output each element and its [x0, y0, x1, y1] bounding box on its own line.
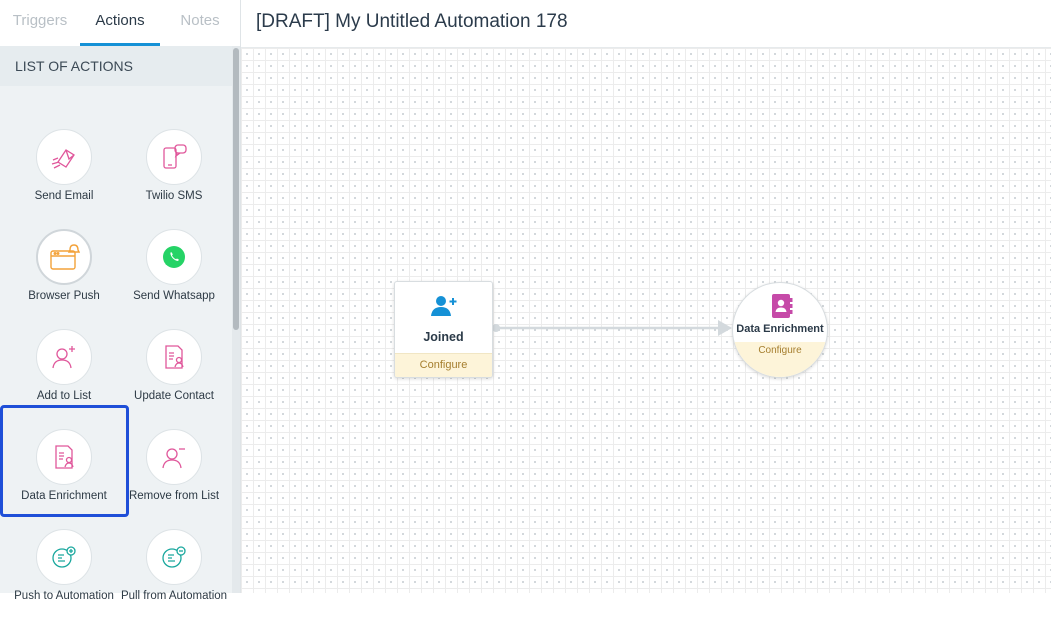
- action-update-contact[interactable]: Update Contact: [119, 329, 229, 429]
- action-label: Browser Push: [28, 290, 100, 302]
- action-label: Add to List: [36, 390, 92, 402]
- configure-button[interactable]: Configure: [733, 342, 827, 377]
- action-label: Twilio SMS: [145, 190, 203, 202]
- page-title[interactable]: [DRAFT] My Untitled Automation 178: [256, 11, 568, 32]
- tab-actions[interactable]: Actions: [80, 0, 160, 46]
- list-title: LIST OF ACTIONS: [0, 46, 232, 86]
- action-remove-from-list[interactable]: Remove from List: [119, 429, 229, 529]
- workflow-canvas[interactable]: [241, 48, 1051, 593]
- update-contact-icon: [146, 329, 202, 385]
- sidebar-tabs: Triggers Actions Notes: [0, 0, 240, 47]
- whatsapp-icon: [146, 229, 202, 285]
- action-add-to-list[interactable]: Add to List: [9, 329, 119, 429]
- data-enrichment-icon: [36, 429, 92, 485]
- configure-button[interactable]: Configure: [395, 353, 492, 377]
- action-label: Send Whatsapp: [133, 290, 215, 302]
- action-send-email[interactable]: Send Email: [9, 129, 119, 229]
- twilio-sms-icon: [146, 129, 202, 185]
- canvas-grid: [241, 48, 1051, 593]
- action-send-whatsapp[interactable]: Send Whatsapp: [119, 229, 229, 329]
- pull-from-automation-icon: [146, 529, 202, 585]
- action-node-data-enrichment[interactable]: Data Enrichment Configure: [732, 282, 828, 378]
- add-user-icon: [431, 296, 457, 316]
- action-label: Data Enrichment: [21, 490, 107, 502]
- sidebar-scrollbar-thumb[interactable]: [233, 48, 239, 330]
- action-browser-push[interactable]: Browser Push: [9, 229, 119, 329]
- action-label: Remove from List: [128, 490, 220, 502]
- trigger-node-joined[interactable]: Joined Configure: [394, 281, 493, 378]
- tab-triggers[interactable]: Triggers: [12, 12, 68, 29]
- action-label: Update Contact: [134, 390, 214, 402]
- add-to-list-icon: [36, 329, 92, 385]
- send-email-icon: [36, 129, 92, 185]
- tab-notes[interactable]: Notes: [180, 12, 220, 29]
- contact-book-icon: [772, 294, 793, 318]
- action-label: Send Email: [34, 190, 94, 202]
- node-name: Data Enrichment: [736, 323, 824, 335]
- page-header: [DRAFT] My Untitled Automation 178: [241, 0, 1051, 48]
- browser-push-icon: [36, 229, 92, 285]
- push-to-automation-icon: [36, 529, 92, 585]
- action-twilio-sms[interactable]: Twilio SMS: [119, 129, 229, 229]
- remove-from-list-icon: [146, 429, 202, 485]
- action-data-enrichment[interactable]: Data Enrichment: [9, 429, 119, 529]
- node-name: Joined: [423, 330, 464, 344]
- connector-arrow: [492, 320, 732, 336]
